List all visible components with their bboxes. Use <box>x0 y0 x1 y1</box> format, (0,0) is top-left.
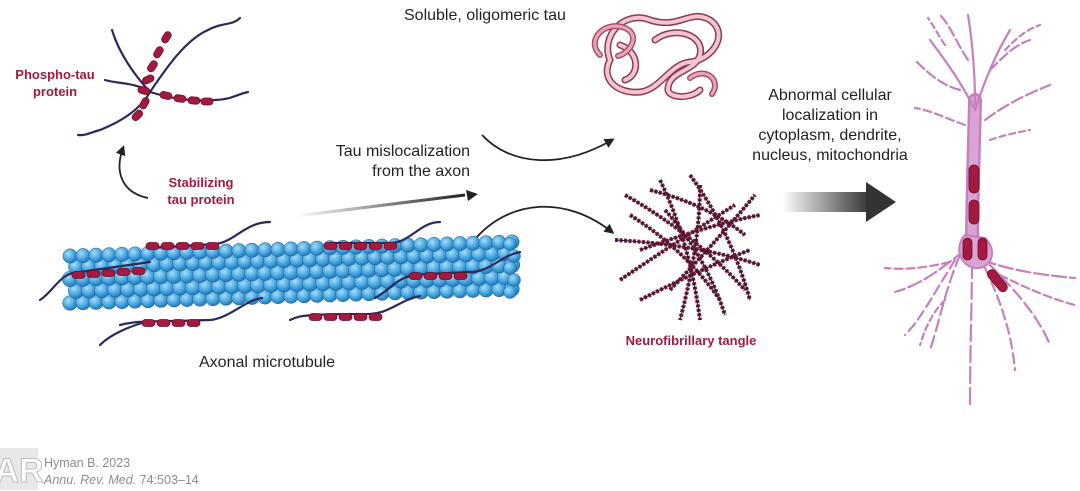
tau-bead <box>308 313 323 321</box>
neurofibrillary-tangle-label: Neurofibrillary tangle <box>625 333 757 348</box>
tau-strand <box>98 320 147 347</box>
tau-bead <box>338 242 353 250</box>
tangle-filament-core <box>619 204 736 281</box>
tubulin-subunit <box>283 241 299 257</box>
mislocalization-label-line1: Tau mislocalization <box>335 143 470 160</box>
citation-volume: 74:503–14 <box>139 473 199 487</box>
tau-bead <box>160 242 175 250</box>
stabilizing-tau-label-line1: Stabilizing <box>168 175 234 190</box>
tau-bead <box>368 313 383 321</box>
citation-journal: Annu. Rev. Med. <box>44 473 137 487</box>
tau-bead <box>101 269 116 277</box>
tau-bead <box>116 268 131 276</box>
phospho-tau-label-line2: protein <box>32 84 78 99</box>
neuron <box>883 13 1077 407</box>
tau-bead <box>171 319 186 327</box>
annual-reviews-logo: AR <box>0 448 44 491</box>
tau-bead <box>438 272 453 280</box>
tau-bead <box>408 272 423 280</box>
tubulin-subunit <box>507 273 521 287</box>
tangle-filament-core <box>624 194 746 291</box>
stabilizing-tau-label: Stabilizing tau protein <box>145 174 257 208</box>
mislocalization-label-line2: from the axon <box>372 163 470 180</box>
tau-bead <box>323 242 338 250</box>
tau-bead <box>131 267 146 275</box>
tubulin-subunit <box>62 248 78 264</box>
tubulin-subunit <box>503 261 517 275</box>
tubulin-subunit <box>88 247 104 263</box>
abnormal-localization-label: Abnormal cellular localization in cytopl… <box>730 86 930 166</box>
tau-bead <box>205 242 220 250</box>
tubulin-subunit <box>439 236 455 252</box>
tubulin-subunit <box>75 248 91 264</box>
abnormal-label-line4: nucleus, mitochondria <box>752 147 908 164</box>
tau-strand <box>118 296 264 327</box>
tangle-filament-core <box>679 184 701 321</box>
tubulin-subunit <box>413 237 429 253</box>
tau-bead <box>190 242 205 250</box>
phospho-tau-protein <box>76 16 250 137</box>
tubulin-subunit <box>127 246 143 262</box>
soluble-oligomeric-tau <box>591 12 723 100</box>
mislocalization-label: Tau mislocalization from the axon <box>270 142 470 182</box>
abnormal-label-line3: cytoplasm, dendrite, <box>758 127 902 144</box>
tangle-filament-core <box>669 194 756 291</box>
tubulin-subunit <box>309 240 325 256</box>
citation-journal-line: Annu. Rev. Med. 74:503–14 <box>44 472 304 489</box>
tau-bead <box>323 313 338 321</box>
tau-bead <box>186 319 201 327</box>
tau-bead <box>383 242 398 250</box>
citation-author: Hyman B. 2023 <box>44 456 131 470</box>
tau-strand <box>373 274 412 300</box>
tau-bead <box>71 271 86 279</box>
phospho-tau-label-line1: Phospho-tau <box>15 67 95 82</box>
logo-text: AR <box>0 452 44 490</box>
citation: Hyman B. 2023 Annu. Rev. Med. 74:503–14 <box>44 455 304 489</box>
tau-bead <box>175 242 190 250</box>
abnormal-label-line1: Abnormal cellular <box>768 87 892 104</box>
tau-bead <box>453 272 468 280</box>
tau-bead <box>368 242 383 250</box>
arrow-to-tangle <box>475 205 615 239</box>
tubulin-subunit <box>478 235 494 251</box>
tau-bead <box>86 270 101 278</box>
axonal-microtubule <box>38 220 522 347</box>
tubulin-subunit <box>296 241 312 257</box>
tau-bead <box>423 272 438 280</box>
abnormal-label-line2: localization in <box>781 107 879 124</box>
stabilizing-tau-label-line2: tau protein <box>167 192 235 207</box>
phosphorylation-arrow <box>115 145 149 199</box>
tangle-filament-core <box>614 239 761 266</box>
tau-bead <box>338 313 353 321</box>
axonal-microtubule-label: Axonal microtubule <box>199 354 336 371</box>
neurofibrillary-tangle <box>614 173 761 321</box>
arrow-to-oligomer <box>481 134 615 162</box>
tau-bead <box>141 319 156 327</box>
tau-bead <box>156 319 171 327</box>
tubulin-subunit <box>503 285 517 299</box>
tau-bead <box>353 242 368 250</box>
tubulin-subunit <box>244 242 260 258</box>
tubulin-subunit <box>101 247 117 263</box>
tubulin-subunit <box>452 236 468 252</box>
soluble-tau-label: Soluble, oligomeric tau <box>404 7 566 24</box>
tubulin-subunit <box>114 246 130 262</box>
tangle-filament-core <box>629 214 721 301</box>
tubulin-subunit <box>218 243 234 259</box>
tubulin-subunit <box>503 237 517 251</box>
arrow-to-neuron <box>782 182 896 222</box>
tau-bead <box>145 242 160 250</box>
tangle-filament-core <box>639 249 751 301</box>
tau-bead <box>353 313 368 321</box>
mislocalization-arrow <box>295 190 478 218</box>
tubulin-subunit <box>257 242 273 258</box>
tau-strand <box>408 250 522 277</box>
tangle-filament-core <box>649 189 746 236</box>
tubulin-subunit <box>270 241 286 257</box>
tubulin-subunit <box>426 236 442 252</box>
phospho-tau-label: Phospho-tau protein <box>0 66 110 100</box>
tubulin-subunit <box>465 235 481 251</box>
tubulin-subunit <box>231 243 247 259</box>
